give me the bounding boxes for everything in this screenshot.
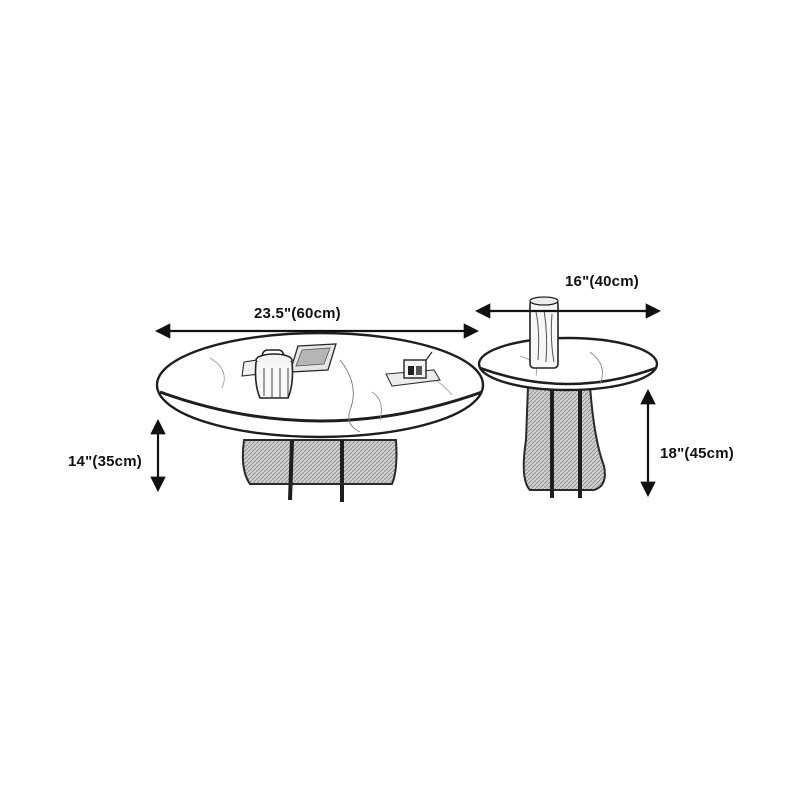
large-table-height-label: 14"(35cm) — [68, 453, 142, 470]
small-table-base — [522, 385, 606, 498]
small-table — [477, 296, 659, 498]
vase-decor — [529, 296, 559, 369]
large-table-width-label: 23.5"(60cm) — [254, 305, 341, 322]
small-table-height-label: 18"(45cm) — [660, 445, 734, 462]
lantern-decor — [254, 349, 294, 399]
large-table — [155, 331, 485, 502]
small-table-width-label: 16"(40cm) — [565, 273, 639, 290]
cup-decor — [385, 351, 441, 387]
large-table-base — [241, 439, 398, 502]
small-table-top — [477, 336, 659, 392]
